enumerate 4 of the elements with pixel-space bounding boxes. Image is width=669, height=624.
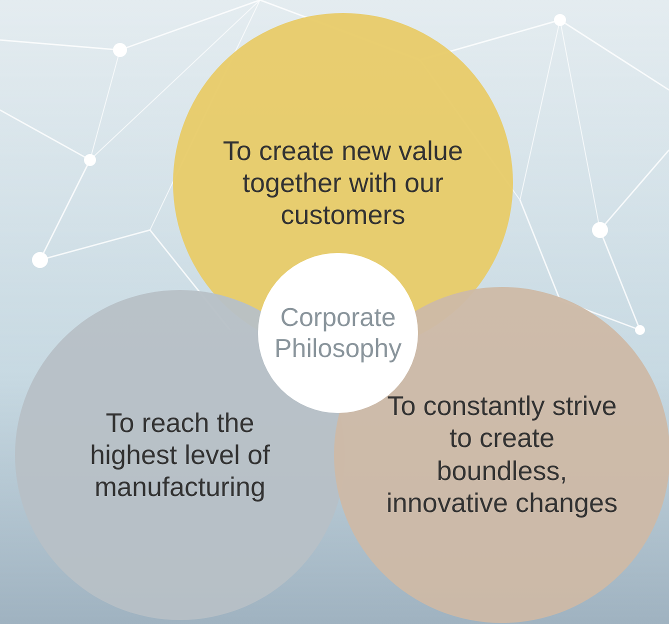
circle-label: To reach the highest level of manufacturing <box>88 406 272 504</box>
circle-label: To create new value together with our customers <box>222 134 464 232</box>
circle-label: Corporate Philosophy <box>273 302 403 364</box>
circle-label: To constantly strive to create boundless, innovative changes <box>385 390 619 520</box>
